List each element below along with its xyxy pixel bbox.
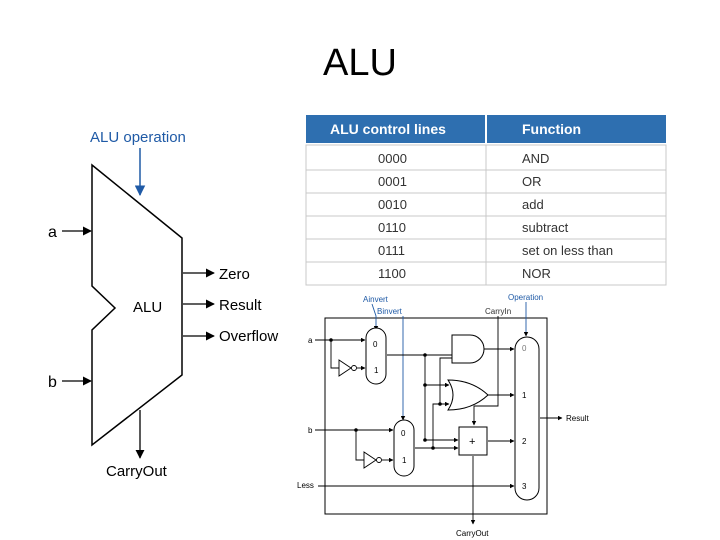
carryout-label: CarryOut bbox=[456, 529, 489, 538]
or-gate bbox=[447, 379, 489, 411]
b-to-and bbox=[439, 357, 452, 404]
table-cell-control: 0001 bbox=[378, 174, 407, 189]
alu-operation-label: ALU operation bbox=[90, 129, 186, 146]
inverter-a-bubble bbox=[351, 365, 357, 371]
alu-circuit: Ainvert Binvert CarryIn Operation a 0 1 … bbox=[297, 293, 589, 538]
table-cell-function: NOR bbox=[522, 266, 551, 281]
mux-out-in3: 3 bbox=[522, 482, 527, 491]
operation-label: Operation bbox=[508, 293, 543, 302]
junction-dot bbox=[423, 353, 427, 357]
table-header-function: Function bbox=[522, 121, 581, 137]
junction-dot bbox=[423, 438, 427, 442]
circuit-input-b-label: b bbox=[308, 426, 313, 435]
junction-dot bbox=[431, 446, 435, 450]
mux-out-in2: 2 bbox=[522, 437, 527, 446]
table-cell-control: 1100 bbox=[378, 266, 406, 281]
mux-out-in0: 0 bbox=[522, 344, 527, 353]
table-cell-function: set on less than bbox=[522, 243, 613, 258]
table-row: 0111 set on less than bbox=[378, 243, 613, 258]
mux-b-in1: 1 bbox=[402, 456, 407, 465]
input-b-invert-wire bbox=[355, 430, 364, 461]
table-row: 1100 NOR bbox=[378, 266, 551, 281]
table-cell-control: 0111 bbox=[378, 243, 405, 258]
alu-symbol: ALU operation ALU a b Zero Result Overfl… bbox=[48, 129, 278, 480]
less-label: Less bbox=[297, 481, 314, 490]
adder bbox=[458, 426, 488, 456]
slide-title: ALU bbox=[323, 42, 397, 84]
table-row: 0110 subtract bbox=[378, 220, 569, 235]
mux-a-in0: 0 bbox=[373, 340, 378, 349]
inverter-b bbox=[363, 451, 377, 469]
alu-input-b-label: b bbox=[48, 374, 57, 391]
alu-overflow-label: Overflow bbox=[219, 328, 278, 345]
inverter-a bbox=[338, 359, 352, 377]
carryin-wire bbox=[471, 316, 499, 426]
mux-b bbox=[393, 419, 415, 477]
mux-a bbox=[365, 327, 387, 385]
table-cell-control: 0110 bbox=[378, 220, 406, 235]
table-cell-control: 0000 bbox=[378, 151, 407, 166]
table-cell-function: subtract bbox=[522, 220, 569, 235]
ainvert-label: Ainvert bbox=[363, 295, 389, 304]
result-label: Result bbox=[566, 414, 589, 423]
table-cell-function: OR bbox=[522, 174, 542, 189]
alu-control-table: ALU control lines Function 0000 AND 0001… bbox=[305, 115, 667, 286]
inverter-b-bubble bbox=[376, 457, 382, 463]
b-to-or bbox=[432, 401, 450, 448]
alu-input-a-label: a bbox=[48, 224, 57, 241]
alu-carryout-label: CarryOut bbox=[106, 463, 168, 480]
circuit-boundary bbox=[324, 317, 548, 515]
carryin-label: CarryIn bbox=[485, 307, 511, 316]
table-header-control-lines: ALU control lines bbox=[330, 121, 446, 137]
mux-out-in1: 1 bbox=[522, 391, 527, 400]
table-row: 0001 OR bbox=[378, 174, 542, 189]
table-cell-function: add bbox=[522, 197, 544, 212]
alu-result-label: Result bbox=[219, 297, 262, 314]
table-row: 0000 AND bbox=[378, 151, 549, 166]
binvert-label: Binvert bbox=[377, 307, 403, 316]
and-gate bbox=[451, 334, 485, 364]
table-row: 0010 add bbox=[378, 197, 544, 212]
alu-body bbox=[91, 163, 183, 447]
alu-zero-label: Zero bbox=[219, 266, 250, 283]
adder-symbol: + bbox=[469, 436, 475, 448]
mux-out bbox=[514, 336, 540, 501]
ainvert-arrow bbox=[371, 303, 379, 331]
table-cell-function: AND bbox=[522, 151, 549, 166]
table-cell-control: 0010 bbox=[378, 197, 407, 212]
circuit-input-a-label: a bbox=[308, 336, 313, 345]
mux-b-in0: 0 bbox=[401, 429, 406, 438]
input-a-invert-wire bbox=[330, 340, 339, 369]
junction-dot bbox=[423, 383, 427, 387]
junction-dot bbox=[438, 402, 442, 406]
mux-a-in1: 1 bbox=[374, 366, 379, 375]
alu-body-label: ALU bbox=[133, 299, 162, 316]
